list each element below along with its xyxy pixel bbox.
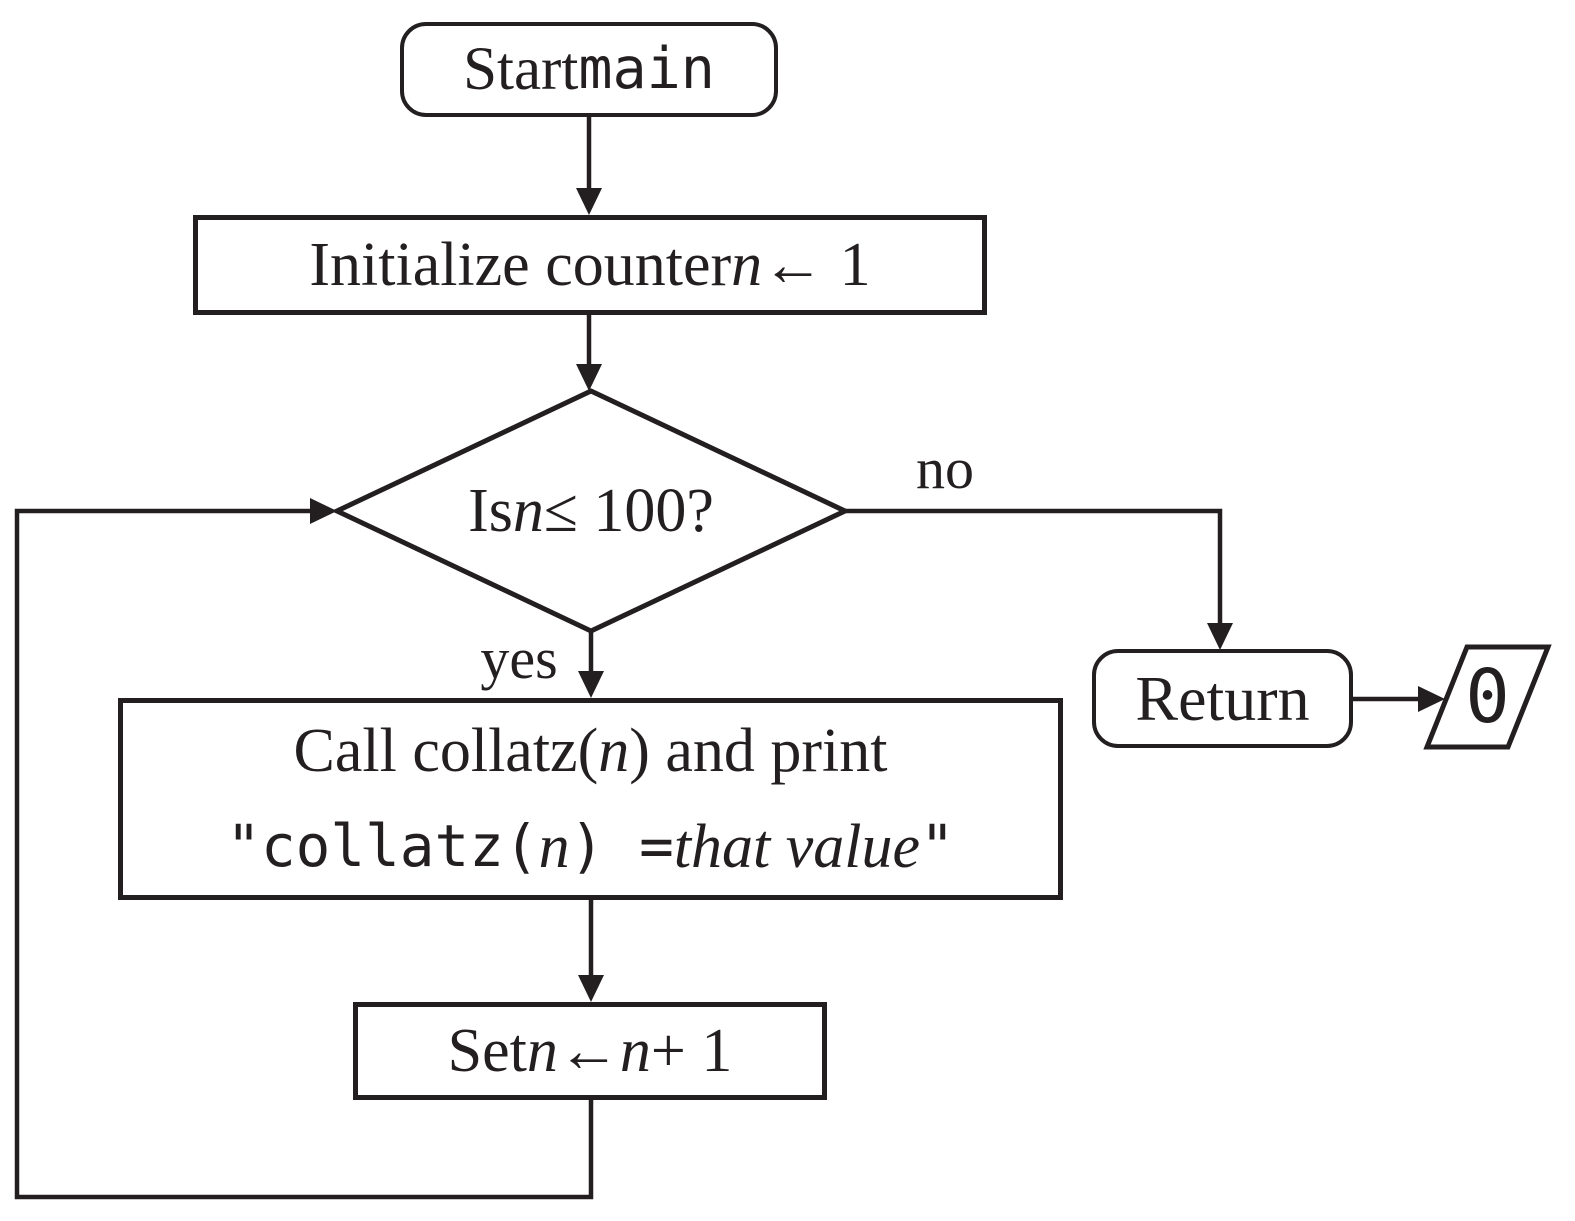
decision-node-label: Is n ≤ 100? xyxy=(337,463,845,559)
init-label-part: Initialize counter xyxy=(309,231,732,299)
init-label-part: ← 1 xyxy=(762,231,871,299)
return-node: Return xyxy=(1092,649,1353,748)
start-label-mono: main xyxy=(578,36,715,103)
start-label-serif: Start xyxy=(463,36,579,103)
output-value-node: 0 xyxy=(1465,654,1510,740)
init-var-n: n xyxy=(731,231,763,299)
arrowhead-into-output xyxy=(1418,686,1445,712)
decision-label-part: ≤ 100? xyxy=(543,477,714,545)
init-node: Initialize counter n ← 1 xyxy=(193,215,987,315)
set-label-part: + 1 xyxy=(650,1017,733,1085)
arrowhead-into-return xyxy=(1207,623,1233,650)
call-line1-part: ) and print xyxy=(629,717,888,785)
set-var-n: n xyxy=(619,1017,651,1085)
increment-node: Set n ← n + 1 xyxy=(353,1002,827,1100)
call-collatz-node: Call collatz(n) and print "collatz(n) = … xyxy=(118,698,1063,900)
set-label-part: ← xyxy=(557,1017,620,1085)
edge-loop-back-to-decision xyxy=(14,508,594,1200)
arrowhead-into-decision-left xyxy=(310,498,337,524)
arrowhead-into-decision xyxy=(576,364,602,391)
set-label-part: Set xyxy=(447,1017,527,1085)
call-line2-var-n: n xyxy=(538,813,570,881)
yes-branch-label: yes xyxy=(480,626,558,691)
decision-var-n: n xyxy=(512,477,544,545)
call-line2-code: "collatz( xyxy=(226,812,539,881)
call-line1-var-n: n xyxy=(598,717,630,785)
decision-label-part: Is xyxy=(468,477,513,545)
arrowhead-into-init xyxy=(576,188,602,215)
set-var-n: n xyxy=(526,1017,558,1085)
call-line2-value: that value xyxy=(673,813,921,881)
call-line2: "collatz(n) = that value" xyxy=(226,799,955,895)
call-line2-quote: " xyxy=(920,812,955,881)
call-line1-part: Call collatz( xyxy=(293,717,599,785)
arrowhead-into-set xyxy=(578,975,604,1002)
output-parallelogram-shape xyxy=(1423,644,1552,750)
call-line2-code: ) = xyxy=(569,812,674,881)
no-branch-label: no xyxy=(916,436,974,501)
edge-no-to-return xyxy=(845,508,1223,624)
decision-diamond-shape xyxy=(331,388,851,634)
arrowhead-into-call xyxy=(578,671,604,698)
call-line1: Call collatz(n) and print xyxy=(294,703,888,799)
start-node: Start main xyxy=(400,22,778,117)
